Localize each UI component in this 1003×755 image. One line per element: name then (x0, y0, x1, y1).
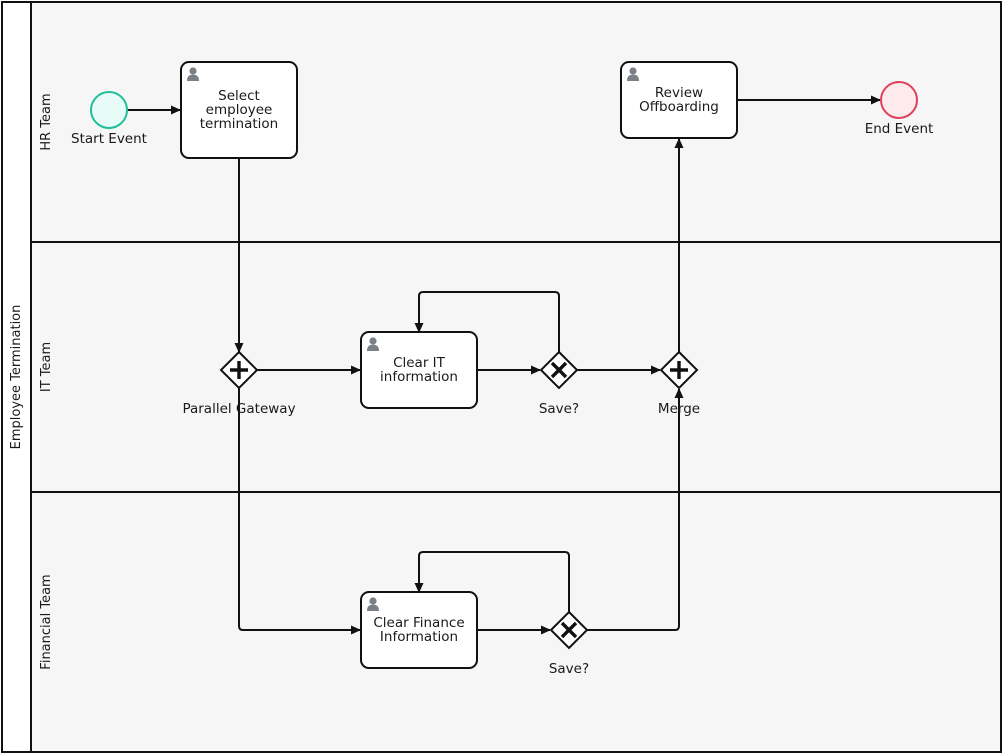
lane-label-finance: Financial Team (39, 574, 54, 669)
task-clear-finance-information[interactable]: Clear Finance Information (360, 591, 478, 669)
gateway-label: Save? (539, 401, 579, 417)
start-event-label: Start Event (71, 131, 147, 147)
plus-icon (670, 361, 688, 379)
user-icon (367, 337, 379, 351)
flow-save-finance-loop[interactable] (414, 551, 570, 612)
end-event-label: End Event (865, 121, 934, 137)
user-icon (367, 597, 379, 611)
task-label-line-1: Clear Finance (373, 615, 464, 631)
task-label-line-1: Clear IT (393, 355, 446, 371)
task-box[interactable] (180, 61, 298, 159)
task-label-line-2: Information (380, 629, 458, 645)
task-label-line-2: information (380, 369, 458, 385)
gateway-parallel-split[interactable]: Parallel Gateway (182, 350, 296, 417)
task-label-line-1: Review (655, 85, 703, 101)
task-select-employee-termination[interactable]: Select employee termination (180, 61, 298, 159)
task-label-line-3: termination (200, 116, 279, 132)
x-icon (550, 361, 568, 379)
task-label-line-2: Offboarding (639, 99, 719, 115)
user-icon (627, 67, 639, 81)
pool-header (2, 2, 31, 752)
task-clear-it-information[interactable]: Clear IT information (360, 331, 478, 409)
x-icon (560, 621, 578, 639)
task-review-offboarding[interactable]: Review Offboarding (620, 61, 738, 139)
end-event[interactable]: End Event (865, 81, 934, 137)
task-box[interactable] (360, 331, 478, 409)
flow-parallel-to-clear-finance[interactable] (238, 388, 361, 635)
gateway-save-finance[interactable]: Save? (549, 610, 589, 677)
pool-body (31, 2, 1001, 752)
start-event-circle[interactable] (90, 91, 128, 129)
gateway-merge[interactable]: Merge (658, 350, 700, 417)
lane-label-it: IT Team (39, 342, 54, 392)
task-label-line-2: employee (206, 102, 273, 118)
flow-save-finance-to-merge[interactable] (587, 388, 684, 631)
sequence-flows (127, 95, 881, 635)
gateway-label: Save? (549, 661, 589, 677)
task-label-line-1: Select (218, 88, 260, 104)
task-box[interactable] (620, 61, 738, 139)
pool-label: Employee Termination (9, 305, 24, 450)
gateway-label: Parallel Gateway (182, 401, 295, 417)
task-box[interactable] (360, 591, 478, 669)
lane-label-hr: HR Team (39, 93, 54, 150)
gateway-save-it[interactable]: Save? (539, 350, 579, 417)
start-event[interactable]: Start Event (71, 91, 147, 147)
end-event-circle[interactable] (880, 81, 918, 119)
user-icon (187, 67, 199, 81)
gateway-label: Merge (658, 401, 700, 417)
flow-save-it-loop[interactable] (414, 291, 560, 352)
plus-icon (230, 361, 248, 379)
